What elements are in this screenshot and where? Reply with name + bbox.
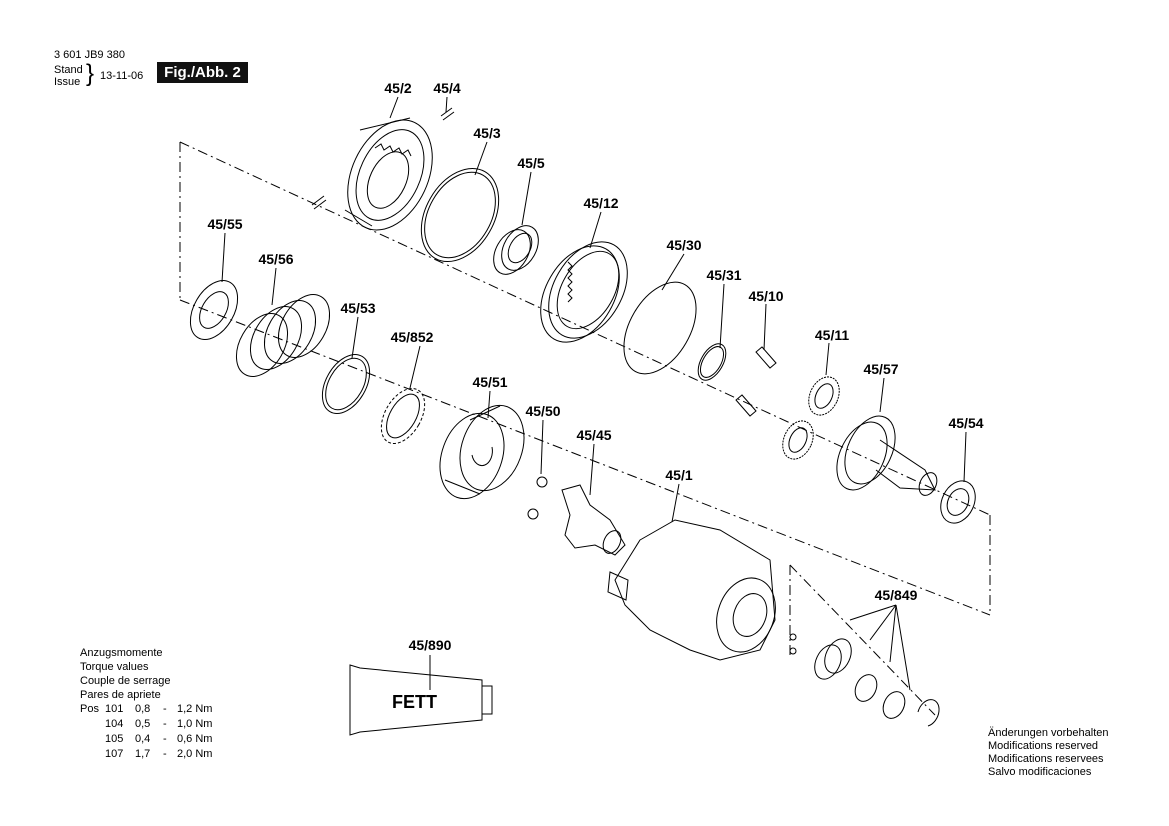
brace: } (86, 60, 95, 87)
torque-max: 2,0 Nm (177, 748, 213, 760)
grease-tube-text: FETT (392, 692, 437, 712)
label-45-4: 45/4 (433, 80, 461, 96)
issue-label: Issue (54, 76, 81, 88)
torque-min: 0,5 (135, 718, 151, 730)
issue-date: 13-11-06 (100, 70, 144, 82)
label-45-57: 45/57 (863, 361, 899, 377)
label-45-849: 45/849 (874, 587, 918, 603)
torque-title-de: Anzugsmomente (80, 647, 163, 659)
part-45-3-oring (420, 167, 500, 263)
doc-number: 3 601 JB9 380 (54, 49, 125, 61)
part-45-2-housing (344, 117, 433, 231)
label-45-11: 45/11 (814, 327, 850, 343)
torque-min: 1,7 (135, 748, 151, 760)
label-45-53: 45/53 (340, 300, 376, 316)
label-45-1: 45/1 (665, 467, 693, 483)
part-45-51-cam (439, 404, 525, 500)
torque-title-fr: Couple de serrage (80, 675, 171, 687)
torque-dash: - (163, 733, 167, 745)
notice-es: Salvo modificaciones (988, 766, 1092, 778)
torque-dash: - (163, 718, 167, 730)
part-45-10-pins (735, 346, 777, 417)
part-45-45-spindle (561, 484, 626, 556)
assembly-axis-lines (179, 141, 991, 716)
part-45-30-disc (623, 281, 697, 375)
torque-pos: 107 (105, 748, 124, 760)
label-45-56: 45/56 (258, 251, 294, 267)
part-45-53-washer (321, 354, 371, 414)
label-45-890: 45/890 (408, 637, 452, 653)
part-45-11-gears (782, 376, 840, 460)
torque-dash: - (163, 748, 167, 760)
label-45-51: 45/51 (472, 374, 508, 390)
label-45-852: 45/852 (390, 329, 434, 345)
leader-lines (221, 96, 967, 691)
torque-title-es: Pares de apriete (80, 689, 161, 701)
label-45-55: 45/55 (207, 216, 243, 232)
part-45-50-ball (536, 476, 548, 488)
torque-pos: 105 (105, 733, 124, 745)
torque-max: 1,2 Nm (177, 703, 213, 715)
torque-pos: 101 (105, 703, 124, 715)
torque-title-en: Torque values (80, 661, 149, 673)
part-45-5-bearing (493, 225, 539, 275)
part-45-31-ring (697, 343, 727, 381)
part-45-54-bearing (940, 480, 976, 524)
torque-max: 0,6 Nm (177, 733, 213, 745)
part-45-12-ring-gear (540, 241, 628, 343)
figure-label: Fig./Abb. 2 (157, 62, 248, 83)
label-45-31: 45/31 (706, 267, 742, 283)
label-45-10: 45/10 (748, 288, 784, 304)
torque-row: 105 0,4-0,6 Nm (105, 733, 212, 746)
label-45-50: 45/50 (525, 403, 561, 419)
torque-row: 104 0,5-1,0 Nm (105, 718, 212, 731)
label-45-45: 45/45 (576, 427, 612, 443)
label-45-2: 45/2 (384, 80, 412, 96)
label-45-12: 45/12 (583, 195, 619, 211)
torque-row: 101 0,8-1,2 Nm (105, 703, 212, 716)
torque-min: 0,8 (135, 703, 151, 715)
part-45-852-balls (380, 388, 426, 444)
label-45-54: 45/54 (948, 415, 984, 431)
notice-fr: Modifications reservees (988, 753, 1104, 765)
part-45-55-washer (189, 280, 239, 340)
part-45-56-spring (235, 294, 331, 377)
part-45-4-pins (311, 107, 455, 210)
notice-de: Änderungen vorbehalten (988, 727, 1109, 739)
part-45-890-grease-tube (349, 664, 493, 736)
label-45-3: 45/3 (473, 125, 501, 141)
torque-pos: 104 (105, 718, 124, 730)
torque-row: 107 1,7-2,0 Nm (105, 748, 212, 761)
part-45-1-gear-housing (607, 519, 776, 661)
torque-dash: - (163, 703, 167, 715)
part-45-57-carrier (836, 415, 938, 496)
part-45-849-ring-set (789, 633, 940, 727)
torque-min: 0,4 (135, 733, 151, 745)
torque-max: 1,0 Nm (177, 718, 213, 730)
label-45-5: 45/5 (517, 155, 545, 171)
stand-label: Stand (54, 64, 83, 76)
notice-en: Modifications reserved (988, 740, 1099, 752)
torque-pos-label: Pos (80, 703, 99, 715)
label-45-30: 45/30 (666, 237, 702, 253)
